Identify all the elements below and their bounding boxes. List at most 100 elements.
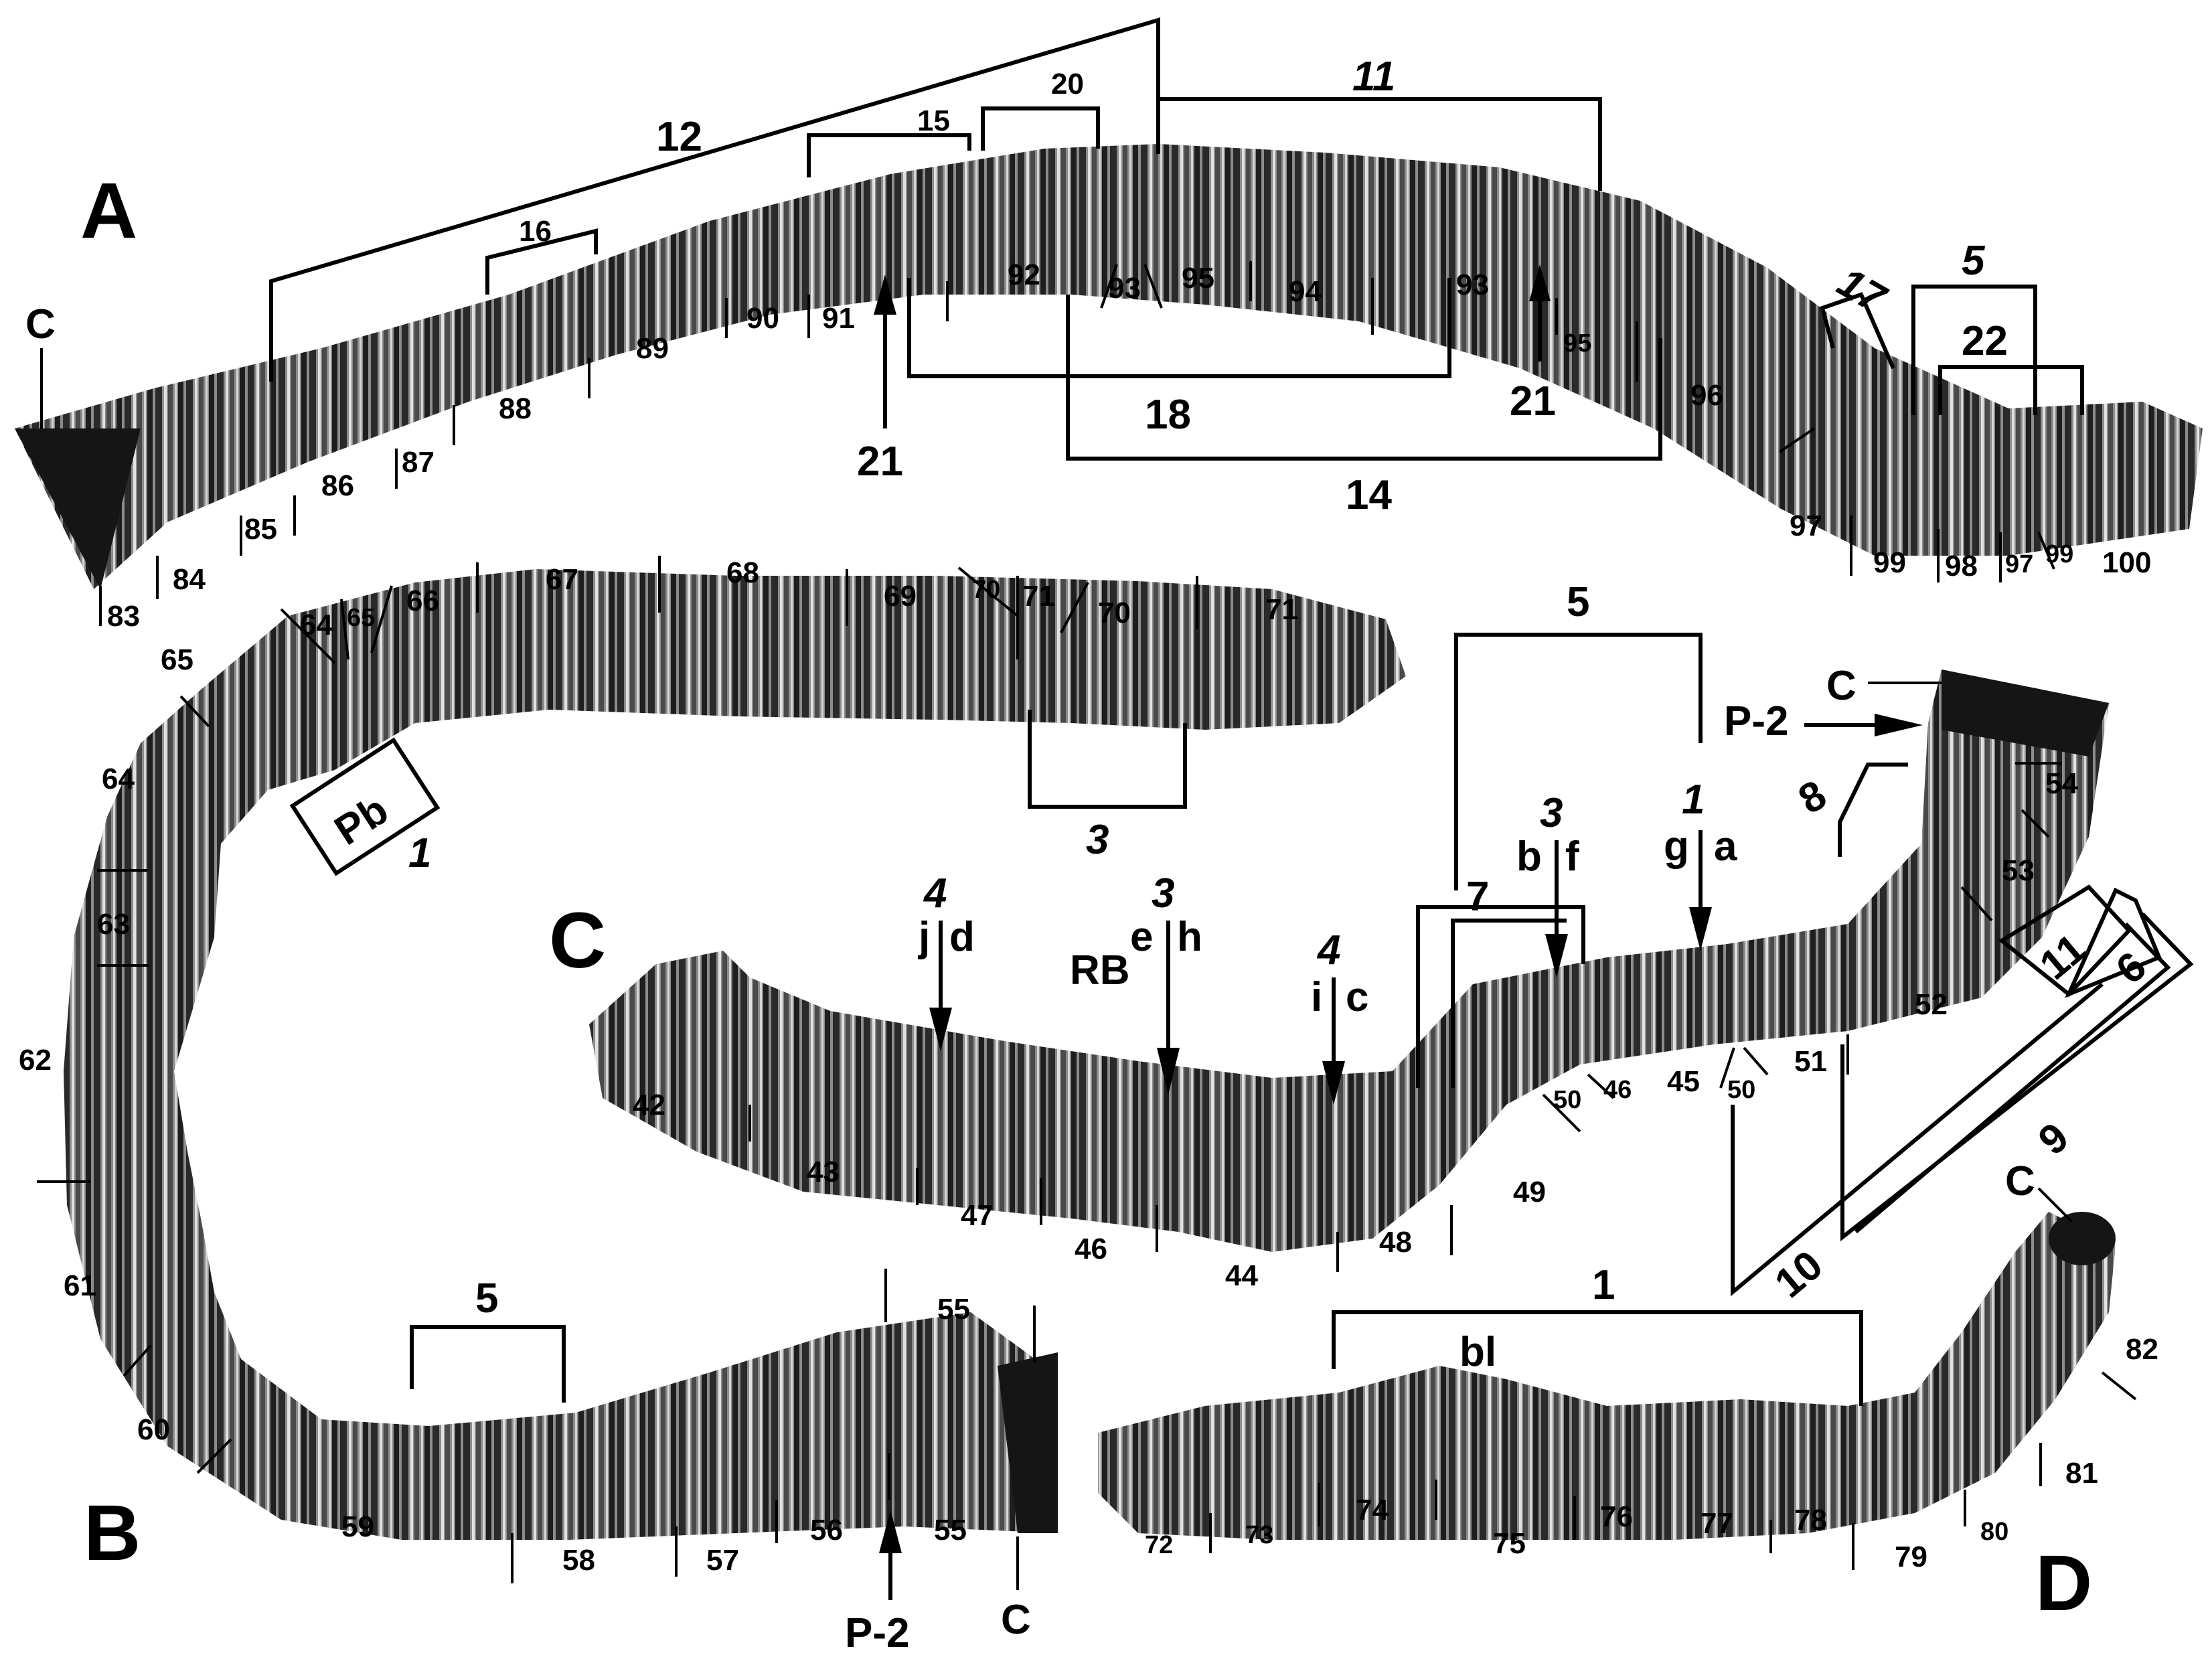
breakpoint-arrow-group-4-jd: 4 j d [918, 870, 975, 1051]
panel-label-b: B [84, 1489, 141, 1577]
centromere-pointer-d [2037, 1187, 2073, 1223]
inversion-label-5-arm-b: 5 [475, 1275, 498, 1322]
inversion-label-14: 14 [1346, 472, 1392, 518]
puff-label-pb: Pb [327, 787, 396, 854]
division-64: 64 [102, 763, 135, 795]
centromere-a [15, 428, 141, 589]
division-54: 54 [2045, 767, 2078, 800]
division-71: 71 [1265, 593, 1298, 626]
division-60: 60 [137, 1413, 170, 1446]
breakpoint-arrow-group-3-eh: 3 e h [1130, 870, 1202, 1095]
division-100: 100 [2102, 546, 2151, 579]
arrow-number-1-ga: 1 [1682, 777, 1705, 823]
panel-label-c: C [549, 896, 606, 985]
bl-label: bl [1459, 1329, 1496, 1375]
inversion-bracket-9-inner [1854, 922, 2171, 1234]
inversion-label-3-arm-b: 3 [1086, 817, 1109, 863]
division-67: 67 [546, 563, 578, 596]
division-75: 75 [1493, 1527, 1526, 1560]
arrow-letter-f: f [1565, 834, 1579, 880]
division-63: 63 [97, 908, 130, 941]
arrow-letter-b: b [1516, 834, 1542, 880]
inversion-bracket-11 [1156, 97, 1602, 191]
centromere-label-b: C [1001, 1597, 1031, 1643]
division-73: 73 [1245, 1521, 1273, 1549]
arrow-letter-a: a [1714, 823, 1737, 870]
arm-c-division-ticks [748, 762, 2062, 1272]
division-93-left: 93 [1108, 272, 1141, 305]
panel-label-d: D [2035, 1539, 2092, 1628]
division-42: 42 [633, 1089, 665, 1121]
division-49: 49 [1513, 1176, 1546, 1208]
centromere-c [1942, 669, 2109, 757]
inversion-bracket-12 [269, 17, 1160, 382]
division-88: 88 [499, 392, 532, 425]
inversion-bracket-5-arm-a [1911, 285, 2037, 415]
division-98: 98 [1945, 550, 1978, 582]
inversion-bracket-3-arm-b [1028, 710, 1187, 809]
division-64-top: 64 [300, 609, 333, 641]
division-91: 91 [822, 302, 855, 335]
division-46: 46 [1075, 1233, 1107, 1265]
inversion-label-5-arm-c: 5 [1567, 579, 1589, 625]
inversion-label-22: 22 [1962, 318, 2008, 364]
division-72: 72 [1145, 1531, 1173, 1559]
inversion-bracket-5-arm-c [1454, 633, 1703, 890]
division-78: 78 [1794, 1504, 1827, 1536]
arrow-letter-i: i [1311, 974, 1322, 1020]
division-56: 56 [810, 1514, 843, 1547]
division-58: 58 [562, 1544, 595, 1577]
inversion-bracket-20 [981, 106, 1100, 151]
breakpoint-label-21-left: 21 [857, 439, 903, 485]
division-95-right: 95 [1563, 329, 1591, 358]
centromere-label-a: C [25, 301, 56, 347]
puff-box-pb [289, 737, 441, 876]
division-47: 47 [961, 1199, 994, 1232]
inversion-label-17: 17 [1830, 259, 1894, 323]
division-97-right: 97 [2005, 550, 2033, 578]
inversion-bracket-6 [2065, 887, 2162, 998]
chromosome-arm-a [15, 144, 2203, 589]
inversion-label-16: 16 [519, 215, 552, 248]
division-89: 89 [636, 332, 669, 365]
p2-arrowhead-arm-b [879, 1510, 902, 1553]
inversion-label-15: 15 [917, 104, 950, 137]
inversion-bracket-17 [1820, 292, 1895, 370]
arrow-letter-c: c [1346, 974, 1368, 1020]
breakpoint-arrowhead-21-right [1529, 264, 1551, 301]
arm-d-division-ticks [1209, 1371, 2137, 1570]
division-52: 52 [1915, 988, 1948, 1021]
division-97-left: 97 [1790, 509, 1822, 542]
division-50-right: 50 [1727, 1076, 1755, 1104]
division-59: 59 [341, 1510, 374, 1543]
inversion-bracket-1-arm-d [1332, 1310, 1863, 1406]
inversion-label-20: 20 [1051, 68, 1084, 100]
division-99-right: 99 [2045, 540, 2073, 568]
arrow-letter-j: j [918, 914, 930, 960]
division-51: 51 [1794, 1045, 1827, 1078]
division-95-left: 95 [1182, 262, 1214, 295]
division-55: 55 [934, 1514, 967, 1547]
arrow-number-3-bf: 3 [1540, 790, 1563, 836]
breakpoint-arrow-group-1-ga: 1 g a [1664, 777, 1737, 951]
division-84: 84 [173, 563, 206, 596]
centromere-d [2049, 1212, 2116, 1265]
division-61: 61 [64, 1269, 96, 1302]
arm-a-division-ticks [99, 261, 2055, 626]
inversion-label-1-arm-b: 1 [408, 830, 431, 876]
inversion-label-10: 10 [1766, 1242, 1831, 1307]
division-83: 83 [107, 600, 140, 633]
breakpoint-arrow-group-4-ic: 4 i c [1311, 927, 1368, 1105]
division-82: 82 [2126, 1333, 2158, 1366]
inversion-label-8: 8 [1791, 771, 1834, 823]
arrow-letter-e: e [1130, 914, 1153, 960]
division-80: 80 [1980, 1518, 2008, 1546]
division-77: 77 [1701, 1507, 1733, 1540]
division-94: 94 [1289, 275, 1322, 308]
inversion-bracket-18 [907, 278, 1451, 378]
division-79: 79 [1895, 1541, 1927, 1573]
division-57: 57 [706, 1544, 739, 1577]
inversion-label-18: 18 [1145, 392, 1191, 438]
inversion-bracket-16 [485, 228, 598, 295]
breakpoint-arrowhead-21-left [874, 274, 896, 315]
